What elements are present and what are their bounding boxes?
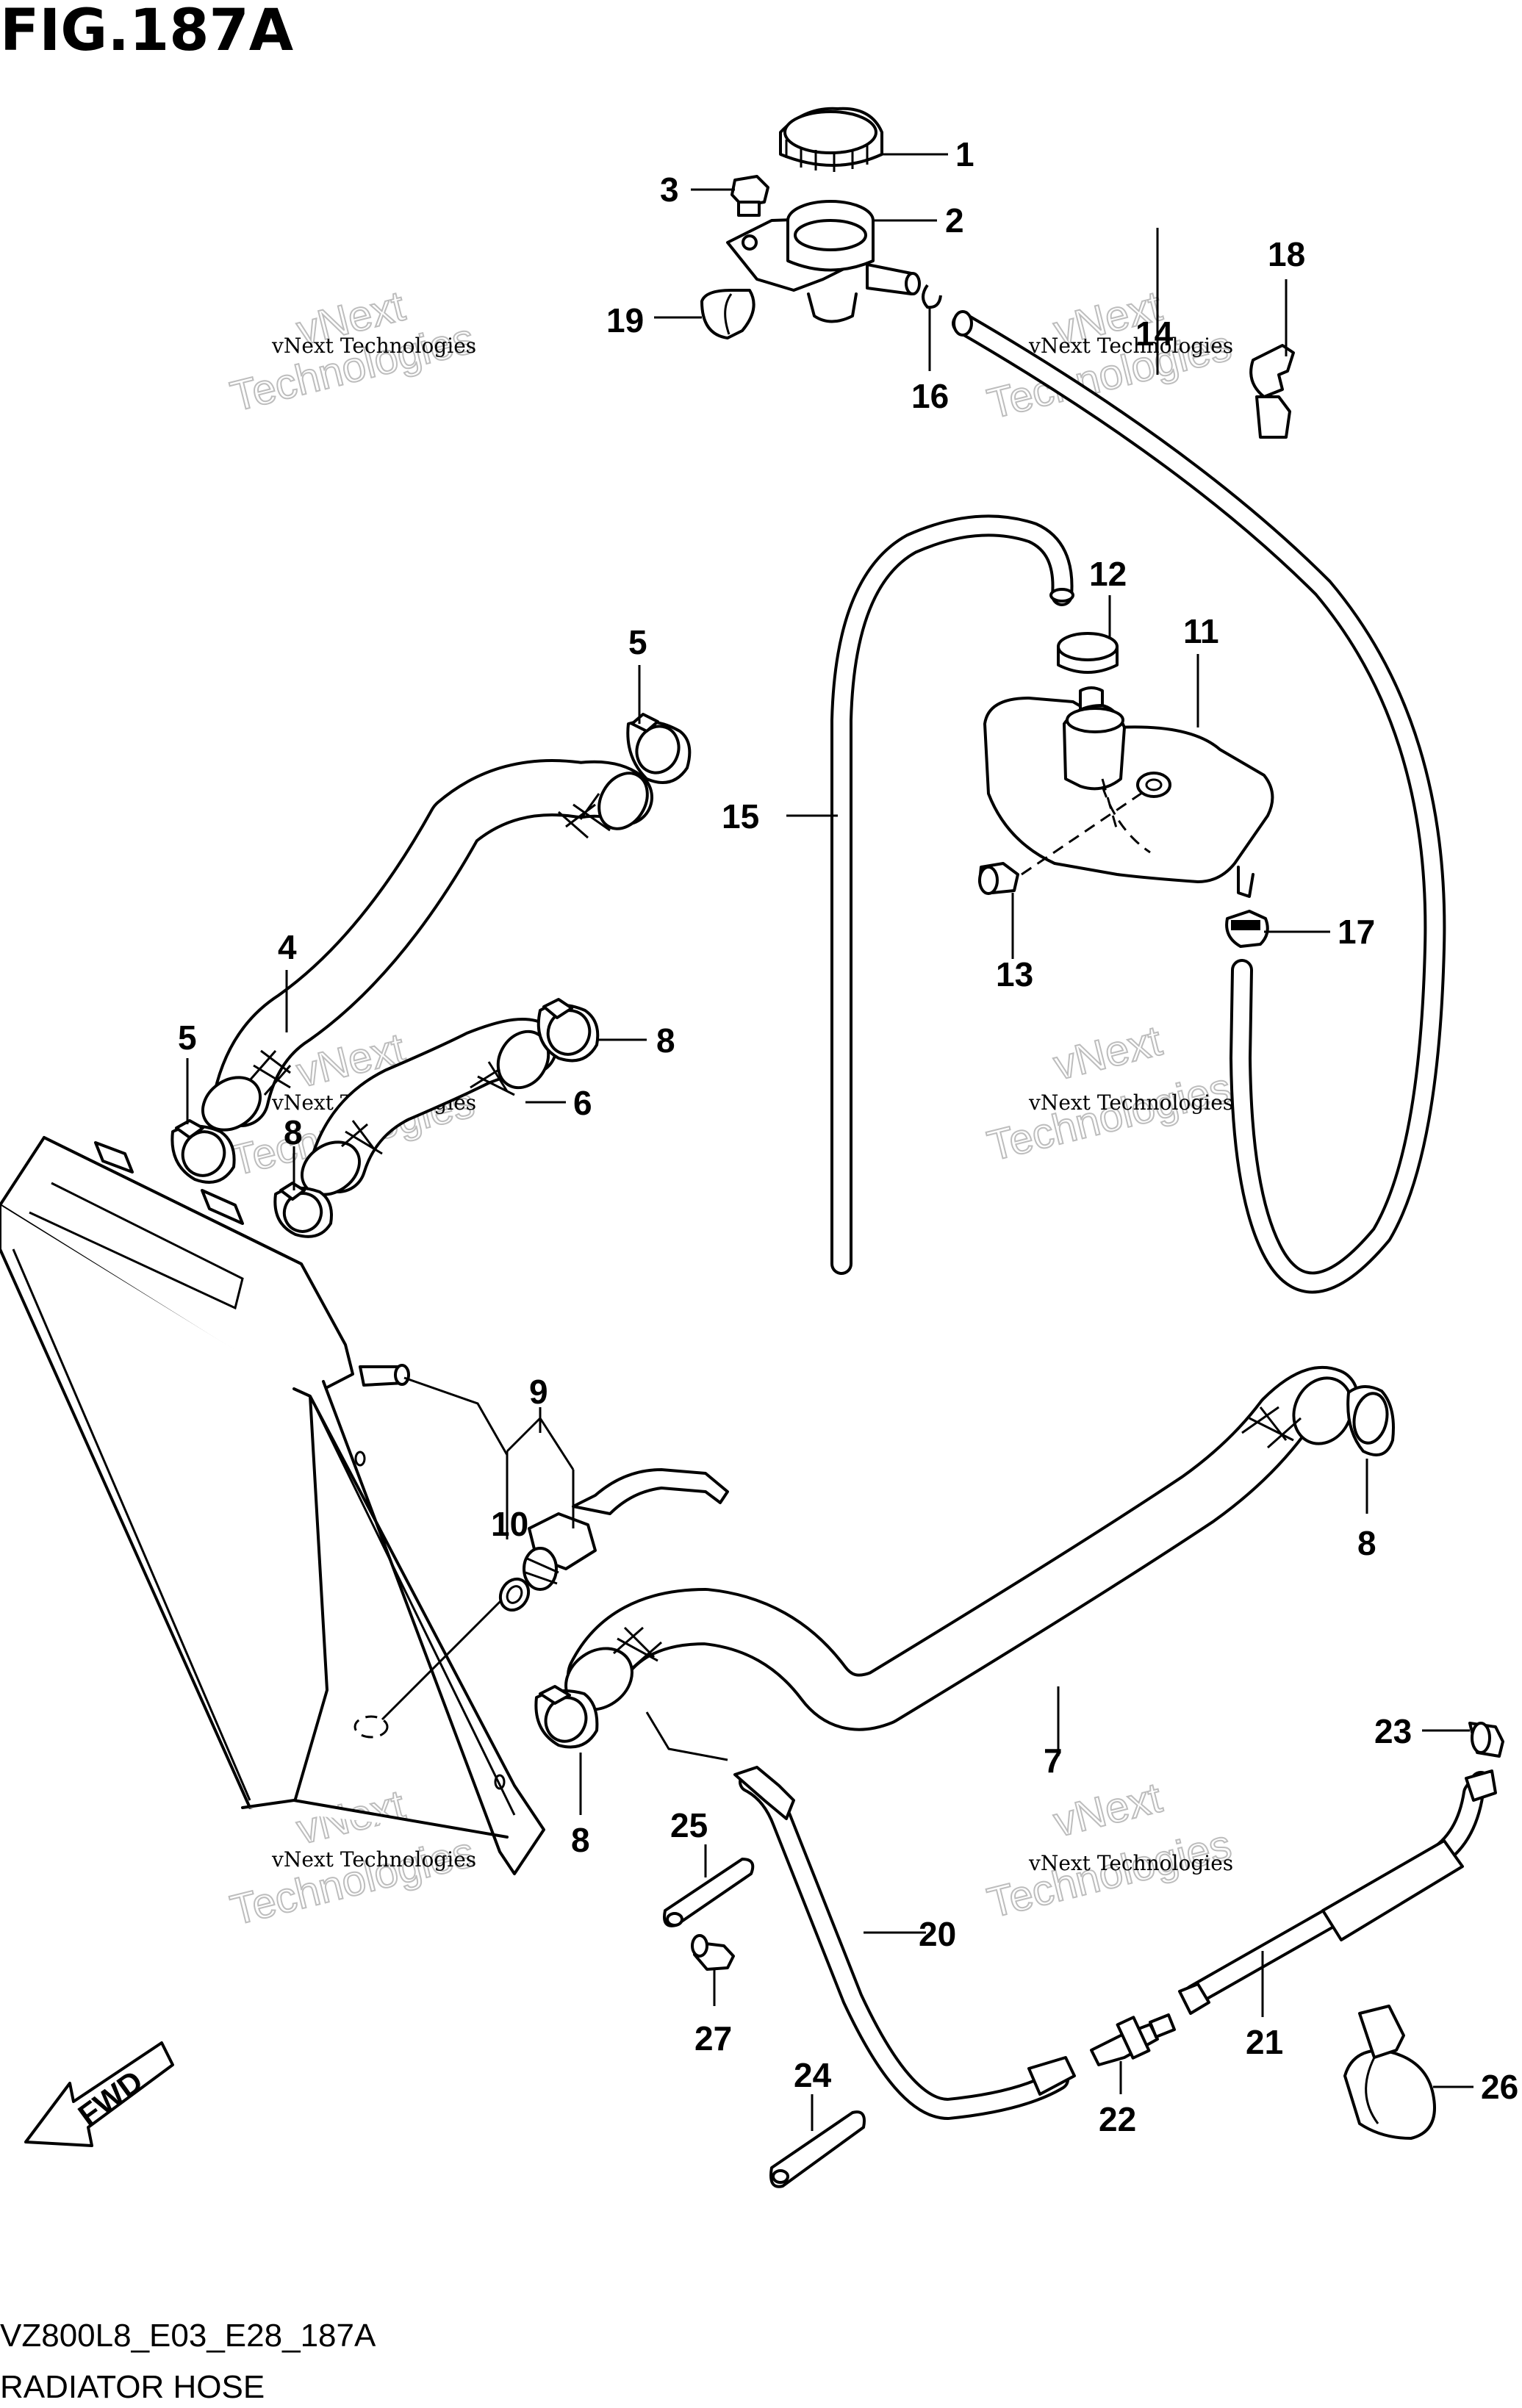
- callout-2: 2: [945, 201, 964, 240]
- forward-direction-badge: FWD: [24, 2041, 174, 2147]
- callout-8-upper: 8: [656, 1021, 675, 1060]
- part-8-clamp[interactable]: [534, 1685, 599, 1749]
- watermark-large: vNext: [1049, 1774, 1166, 1847]
- part-3-bolt[interactable]: [731, 175, 769, 217]
- callouts: 1 2 3 19 16 14 18 12 11 15 13 17 5 4 5 8…: [178, 135, 1518, 2138]
- part-12-reservoir-cap[interactable]: [1057, 632, 1119, 674]
- part-7-radiator-hose[interactable]: [554, 1366, 1363, 1761]
- callout-8-right: 8: [1357, 1524, 1376, 1562]
- callout-24: 24: [794, 2056, 832, 2094]
- part-10-gasket[interactable]: [495, 1574, 534, 1615]
- part-17-clamp[interactable]: [1225, 910, 1269, 948]
- callout-1: 1: [955, 135, 974, 173]
- callout-26: 26: [1481, 2068, 1518, 2106]
- part-23-clamp[interactable]: [1468, 1722, 1504, 1758]
- part-2-filler-neck[interactable]: [726, 200, 921, 323]
- part-5-clamp-lower[interactable]: [170, 1119, 236, 1184]
- part-1-radiator-cap[interactable]: [779, 107, 883, 172]
- callout-21: 21: [1246, 2023, 1283, 2061]
- part-13-bolt[interactable]: [978, 788, 1147, 895]
- callout-8-left: 8: [284, 1113, 303, 1151]
- callout-8-lower: 8: [571, 1821, 590, 1859]
- watermark-large: vNext: [1049, 1017, 1166, 1090]
- callout-10: 10: [491, 1505, 528, 1543]
- part-8-clamp[interactable]: [1346, 1385, 1395, 1456]
- part-22-connector[interactable]: [1090, 2013, 1176, 2066]
- callout-22: 22: [1099, 2100, 1136, 2138]
- part-8-clamp[interactable]: [273, 1182, 333, 1238]
- callout-16: 16: [911, 377, 949, 415]
- callout-5-lower: 5: [178, 1018, 197, 1057]
- watermark-large: Technologies: [226, 1828, 478, 1935]
- callout-5-upper: 5: [628, 623, 647, 661]
- watermark-small: vNext Technologies: [271, 334, 476, 358]
- callout-4: 4: [278, 928, 297, 966]
- part-24-cable-tie[interactable]: [769, 2110, 866, 2188]
- part-21-hose[interactable]: [1178, 1769, 1497, 2015]
- callout-15: 15: [722, 797, 759, 835]
- callout-11: 11: [1183, 612, 1219, 650]
- callout-7: 7: [1044, 1742, 1063, 1780]
- watermark-small: vNext Technologies: [1028, 1090, 1233, 1115]
- callout-3: 3: [660, 170, 679, 209]
- callout-18: 18: [1268, 235, 1305, 273]
- callout-13: 13: [996, 955, 1033, 993]
- watermark-small: vNext Technologies: [1028, 1851, 1233, 1875]
- part-14-hose[interactable]: [952, 310, 1446, 1294]
- part-6-radiator-hose[interactable]: [292, 1018, 558, 1205]
- part-27-bolt[interactable]: [691, 1934, 735, 1971]
- part-9-thermo-switch[interactable]: [523, 1468, 729, 1591]
- callout-23: 23: [1374, 1712, 1412, 1750]
- leader-lines: [186, 153, 1473, 2131]
- figure-title: FIG.187A: [0, 0, 293, 64]
- callout-19: 19: [606, 301, 644, 339]
- callout-17: 17: [1338, 913, 1375, 951]
- figure-name: RADIATOR HOSE: [0, 2369, 265, 2405]
- callout-12: 12: [1089, 555, 1127, 593]
- radiator: [0, 1136, 545, 1875]
- part-5-clamp-upper[interactable]: [626, 713, 692, 784]
- part-4-radiator-hose[interactable]: [193, 759, 657, 1140]
- callout-6: 6: [573, 1084, 592, 1122]
- callout-27: 27: [694, 2019, 732, 2057]
- part-25-cable-tie[interactable]: [663, 1858, 755, 1927]
- part-11-reservoir-tank[interactable]: [983, 686, 1274, 898]
- part-19-clamp[interactable]: [700, 289, 755, 339]
- callout-20: 20: [919, 1915, 956, 1953]
- callout-25: 25: [670, 1806, 708, 1844]
- watermark-large: Technologies: [983, 1064, 1235, 1171]
- part-26-clamp[interactable]: [1343, 2005, 1436, 2140]
- part-15-hose[interactable]: [830, 514, 1074, 1275]
- callout-14: 14: [1135, 315, 1174, 353]
- part-18-hose-clamp[interactable]: [1249, 344, 1295, 439]
- watermark-small: vNext Technologies: [271, 1847, 476, 1872]
- callout-9: 9: [529, 1373, 548, 1411]
- figure-code: VZ800L8_E03_E28_187A: [0, 2318, 376, 2354]
- part-20-hose[interactable]: [733, 1766, 1076, 2120]
- part-8-clamp[interactable]: [536, 998, 600, 1063]
- watermark-small: vNext Technologies: [1028, 334, 1233, 358]
- part-16-clip[interactable]: [922, 284, 942, 309]
